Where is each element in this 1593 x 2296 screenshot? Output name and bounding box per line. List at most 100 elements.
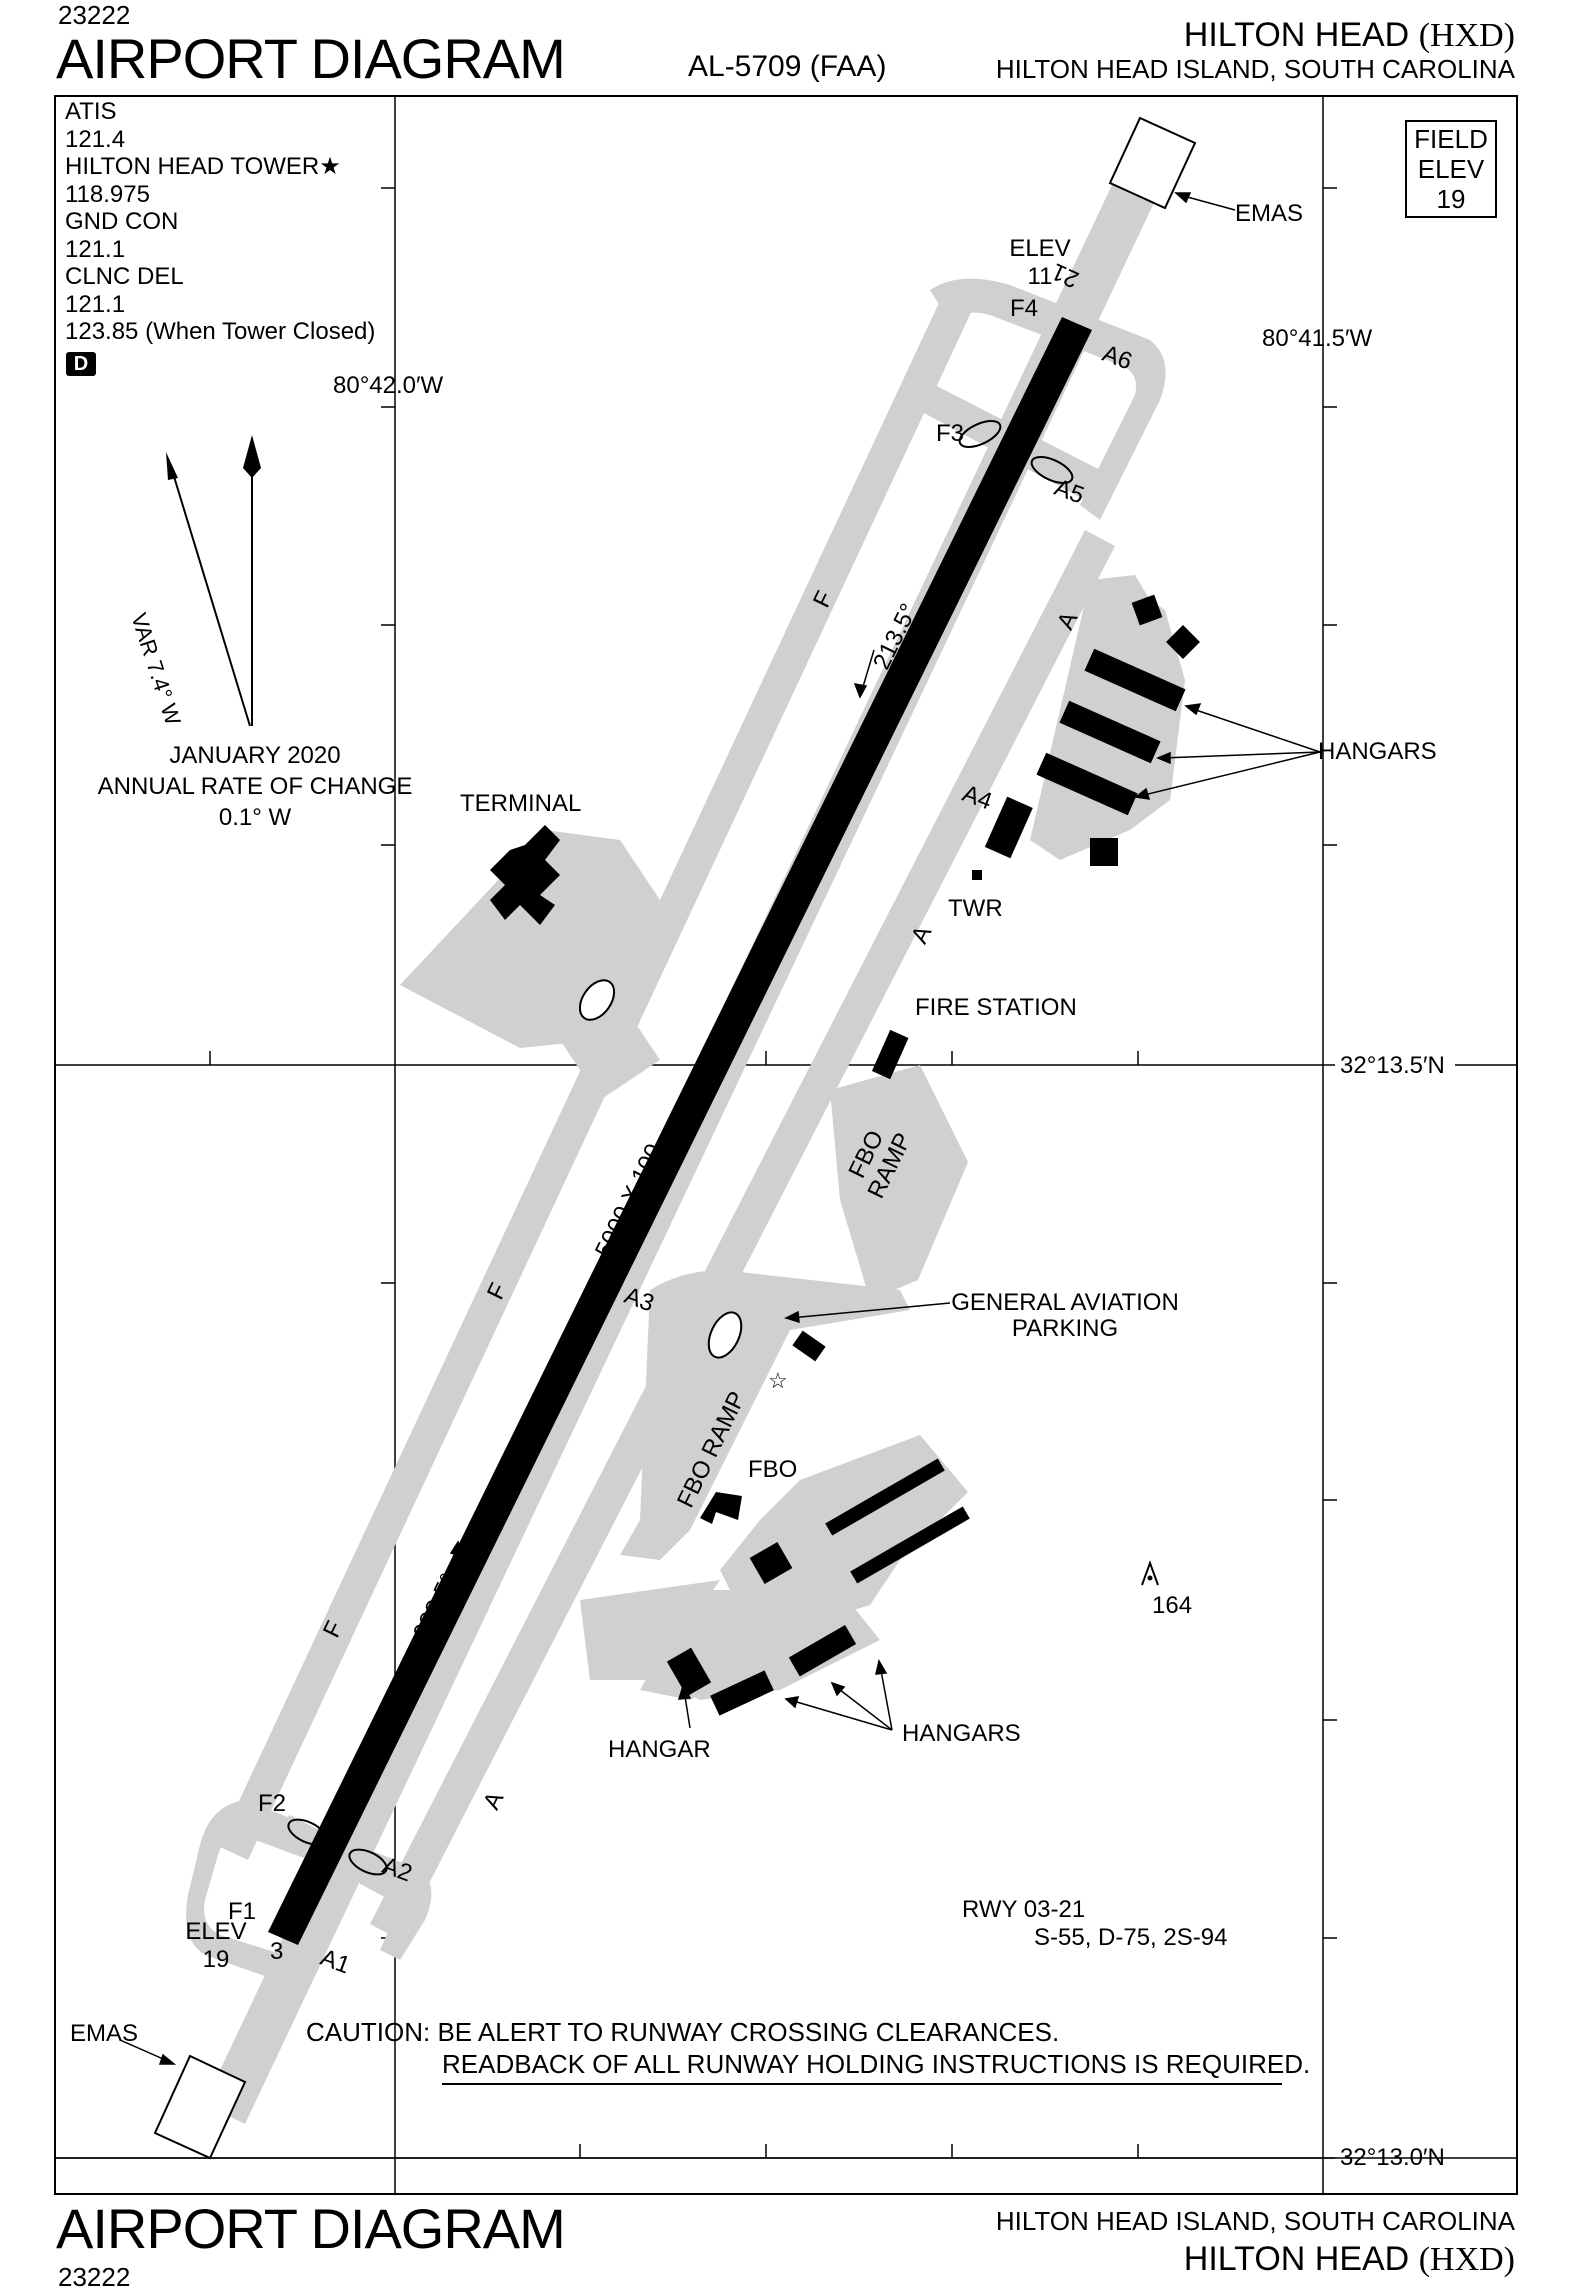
field-elev-box: FIELD ELEV 19 bbox=[1405, 120, 1497, 218]
runway-end-3: 3 bbox=[270, 1938, 284, 1965]
freq-line: GND CON bbox=[65, 208, 179, 235]
mag-date: JANUARY 2020 bbox=[169, 742, 341, 769]
emas-south-label: EMAS bbox=[70, 2020, 139, 2047]
hangar-ne-small-2 bbox=[1166, 625, 1200, 659]
airport-name: HILTON HEAD bbox=[1183, 16, 1410, 54]
hangar-ne-3 bbox=[1036, 752, 1138, 816]
south-hangar-apron bbox=[660, 1590, 880, 1700]
mag-rate-value: 0.1° W bbox=[218, 804, 292, 831]
freq-line: 121.1 bbox=[65, 235, 126, 263]
caution-line2: READBACK OF ALL RUNWAY HOLDING INSTRUCTI… bbox=[442, 2049, 1311, 2079]
ramp-island-oval bbox=[707, 1311, 743, 1359]
tower-building bbox=[972, 870, 982, 880]
tower-label: TWR bbox=[948, 895, 1003, 922]
hangar-ne-1 bbox=[1084, 648, 1186, 712]
hotspot-f3 bbox=[958, 420, 1002, 448]
terminal-island-oval bbox=[578, 979, 616, 1021]
obstacle-icon bbox=[1141, 1560, 1159, 1586]
terminal-building bbox=[490, 825, 560, 925]
chart-code-bottom: 23222 bbox=[58, 2262, 131, 2292]
airport-location-bottom: HILTON HEAD ISLAND, SOUTH CAROLINA bbox=[995, 2206, 1515, 2236]
chart-title-bottom: AIRPORT DIAGRAM bbox=[56, 2197, 566, 2260]
hangar-ne-small-1 bbox=[1131, 594, 1163, 626]
hangar-south-3 bbox=[788, 1624, 857, 1677]
hangars-south-label: HANGARS bbox=[902, 1720, 1021, 1747]
hangar-south-small bbox=[749, 1542, 793, 1584]
magnetic-north-line bbox=[171, 469, 251, 727]
runway-info: RWY 03-21 S-55, D-75, 2S-94 bbox=[962, 1896, 1227, 1952]
freq-line: 121.4 bbox=[65, 125, 126, 153]
hangar-ne-4 bbox=[1090, 838, 1118, 866]
lat-south-label: 32°13.0′N bbox=[1340, 2144, 1445, 2171]
fbo-building bbox=[700, 1492, 742, 1524]
airport-title-top: HILTON HEAD (HXD) bbox=[1184, 16, 1515, 55]
ga-parking-line2: PARKING bbox=[1011, 1315, 1119, 1342]
taxiway-f4-label: F4 bbox=[1010, 295, 1039, 322]
taxiway-f2-label: F2 bbox=[258, 1790, 287, 1817]
elev-north-value: 11 bbox=[1027, 263, 1053, 290]
elev-north: ELEV 11 bbox=[1000, 235, 1080, 291]
taxiway-f1-label: F1 bbox=[228, 1898, 257, 1925]
ga-building bbox=[792, 1330, 826, 1362]
south-ramp-west bbox=[580, 1580, 720, 1680]
hangars-ne-label: HANGARS bbox=[1318, 738, 1437, 765]
hangar-ne-2 bbox=[1059, 700, 1161, 764]
caution-line1: CAUTION: BE ALERT TO RUNWAY CROSSING CLE… bbox=[306, 2017, 1060, 2047]
diagram-frame bbox=[54, 95, 1518, 2195]
emas-north-label: EMAS bbox=[1235, 200, 1304, 227]
magnetic-north-arrowhead bbox=[166, 452, 178, 480]
runway-strength: S-55, D-75, 2S-94 bbox=[1034, 1924, 1228, 1951]
fbo-label: FBO bbox=[748, 1456, 798, 1483]
obstacle-elev-label: 164 bbox=[1152, 1592, 1193, 1619]
ga-parking-line1: GENERAL AVIATION bbox=[951, 1289, 1179, 1316]
freq-line: HILTON HEAD TOWER★ bbox=[65, 153, 341, 180]
airport-id: (HXD) bbox=[1418, 2241, 1515, 2278]
elev-south-label: ELEV bbox=[185, 1918, 247, 1945]
airport-title-bottom: HILTON HEAD (HXD) bbox=[1184, 2240, 1515, 2279]
procedure-id: AL-5709 (FAA) bbox=[688, 50, 887, 83]
fire-station-building bbox=[871, 1029, 909, 1080]
terminal-label: TERMINAL bbox=[460, 790, 582, 817]
airport-name: HILTON HEAD bbox=[1183, 2240, 1410, 2278]
freq-line: ATIS bbox=[65, 98, 117, 125]
lon-east-label: 80°41.5′W bbox=[1262, 325, 1373, 352]
runway-id: RWY 03-21 bbox=[962, 1896, 1086, 1923]
mag-change-block: JANUARY 2020 ANNUAL RATE OF CHANGE 0.1° … bbox=[90, 740, 420, 833]
frequency-list: ATIS 121.4 HILTON HEAD TOWER★ 118.975 GN… bbox=[65, 98, 375, 346]
fire-station-label: FIRE STATION bbox=[915, 994, 1077, 1021]
ga-parking-label: GENERAL AVIATION PARKING bbox=[945, 1290, 1185, 1342]
taxiway-north-loop bbox=[930, 278, 1166, 520]
lat-north-label: 32°13.5′N bbox=[1340, 1052, 1445, 1079]
taxiway-a bbox=[370, 530, 1115, 1940]
field-elev-label-2: ELEV bbox=[1417, 154, 1485, 184]
terminal-connector bbox=[560, 1000, 660, 1100]
elev-south: ELEV 19 bbox=[176, 1918, 256, 1974]
emas-south-box bbox=[153, 2054, 247, 2160]
elev-south-value: 19 bbox=[202, 1946, 230, 1973]
hangar-a4 bbox=[984, 796, 1033, 859]
emas-north-box bbox=[1108, 116, 1197, 210]
runway-03-21 bbox=[268, 317, 1092, 1945]
hangar-single bbox=[666, 1647, 712, 1697]
north-arrows bbox=[166, 435, 261, 727]
freq-line: 123.85 (When Tower Closed) bbox=[65, 318, 376, 345]
callout-leaders bbox=[119, 192, 1321, 2065]
fbo-ramp-upper bbox=[830, 1065, 968, 1300]
lon-west-label: 80°42.0′W bbox=[333, 372, 444, 399]
airport-id: (HXD) bbox=[1418, 17, 1515, 54]
buildings bbox=[490, 594, 1200, 1716]
hotspot-ovals bbox=[287, 420, 1074, 1876]
elev-north-label: ELEV bbox=[1009, 235, 1071, 262]
hangar-south-long-2 bbox=[850, 1506, 970, 1584]
taxiway-f3-label: F3 bbox=[936, 420, 965, 447]
fbo-ramp-lower bbox=[620, 1270, 910, 1560]
airport-beacon-icon: ☆ bbox=[768, 1368, 788, 1393]
hotspot-a2 bbox=[348, 1848, 388, 1876]
chart-title-top: AIRPORT DIAGRAM bbox=[56, 27, 566, 90]
hangar-single-label: HANGAR bbox=[608, 1736, 711, 1763]
chart-code-top: 23222 bbox=[58, 0, 131, 30]
true-north-arrowhead bbox=[243, 435, 261, 478]
field-elev-label-1: FIELD bbox=[1414, 124, 1488, 154]
hangar-south-long-1 bbox=[825, 1458, 945, 1536]
